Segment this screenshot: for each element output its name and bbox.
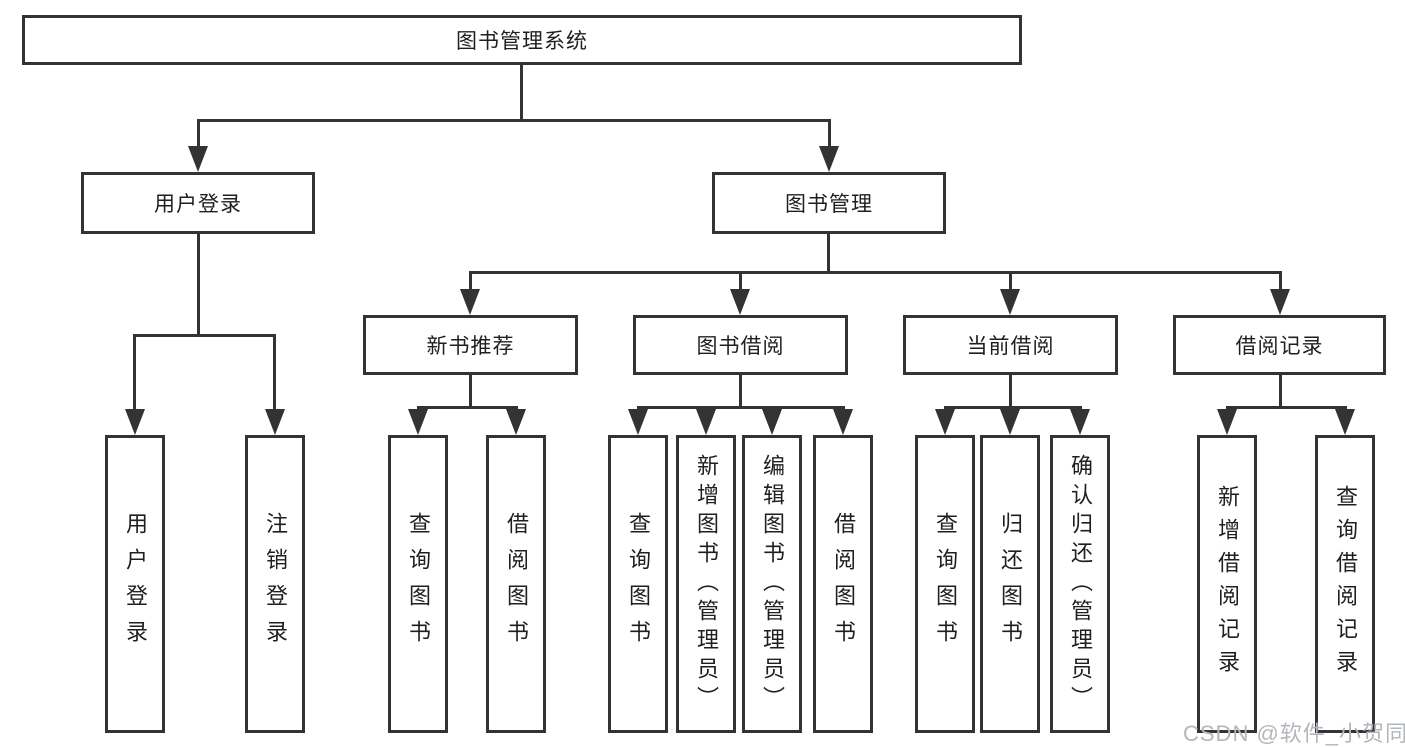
arrow-down [506, 409, 526, 435]
connector-group-feed [469, 375, 472, 407]
arrow-down [125, 409, 145, 435]
arrow-down [833, 409, 853, 435]
leaf-label: 查询图书 [933, 512, 958, 656]
node-label: 图书管理系统 [456, 30, 588, 53]
leaf-borrow-books-recommend: 借阅图书 [486, 435, 546, 733]
connector-group-bar [1226, 406, 1347, 409]
connector-book-management-feed [827, 234, 830, 272]
leaf-label: 查询借阅记录 [1333, 485, 1358, 683]
arrow-down [1070, 409, 1090, 435]
arrow-down [188, 146, 208, 172]
node-label: 新书推荐 [426, 335, 515, 358]
arrow-down [408, 409, 428, 435]
leaf-label: 编辑图书（管理员） [760, 453, 785, 715]
arrow-down [935, 409, 955, 435]
connector-user-login-bar [133, 334, 276, 337]
watermark: CSDN @软件_小贺同学 [1183, 721, 1405, 746]
leaf-query-books-recommend: 查询图书 [388, 435, 448, 733]
node-label: 当前借阅 [966, 335, 1055, 358]
leaf-logout: 注销登录 [245, 435, 305, 733]
leaf-label: 归还图书 [998, 512, 1023, 656]
node-current-borrow: 当前借阅 [903, 315, 1118, 375]
connector-drop-book-management [828, 119, 831, 148]
leaf-query-books-borrow: 查询图书 [608, 435, 668, 733]
leaf-label: 新增借阅记录 [1215, 485, 1240, 683]
leaf-confirm-return-admin: 确认归还（管理员） [1050, 435, 1110, 733]
arrow-down [1270, 289, 1290, 315]
node-new-book-recommend: 新书推荐 [363, 315, 578, 375]
connector-drop-group [1009, 271, 1012, 291]
leaf-label: 注销登录 [263, 512, 288, 656]
arrow-down [819, 146, 839, 172]
connector-drop-leaf [133, 334, 136, 411]
arrow-down [265, 409, 285, 435]
node-borrow-records: 借阅记录 [1173, 315, 1386, 375]
arrow-down [730, 289, 750, 315]
connector-group-feed [739, 375, 742, 407]
connector-group-bar [944, 406, 1082, 409]
connector-drop-user-login [197, 119, 200, 148]
connector-drop-group [739, 271, 742, 291]
node-label: 图书借阅 [696, 335, 785, 358]
leaf-label: 新增图书（管理员） [694, 453, 719, 715]
leaf-label: 借阅图书 [831, 512, 856, 656]
leaf-label: 查询图书 [406, 512, 431, 656]
leaf-query-borrow-record: 查询借阅记录 [1315, 435, 1375, 733]
arrow-down [1335, 409, 1355, 435]
arrow-down [696, 409, 716, 435]
arrow-down [460, 289, 480, 315]
leaf-edit-book-admin: 编辑图书（管理员） [742, 435, 802, 733]
leaf-label: 查询图书 [626, 512, 651, 656]
connector-group-bar [417, 406, 518, 409]
connector-level2-bar [469, 271, 1282, 274]
connector-user-login-feed [197, 234, 200, 335]
connector-drop-group [469, 271, 472, 291]
connector-group-feed [1279, 375, 1282, 407]
leaf-borrow-books: 借阅图书 [813, 435, 873, 733]
leaf-add-borrow-record: 新增借阅记录 [1197, 435, 1257, 733]
connector-group-feed [1009, 375, 1012, 407]
leaf-user-login: 用户登录 [105, 435, 165, 733]
leaf-label: 用户登录 [123, 512, 148, 656]
leaf-return-book: 归还图书 [980, 435, 1040, 733]
node-book-borrow: 图书借阅 [633, 315, 848, 375]
connector-drop-group [1279, 271, 1282, 291]
connector-drop-leaf [273, 334, 276, 411]
leaf-add-book-admin: 新增图书（管理员） [676, 435, 736, 733]
arrow-down [1217, 409, 1237, 435]
connector-level1-bar [197, 119, 831, 122]
node-label: 借阅记录 [1235, 335, 1324, 358]
arrow-down [762, 409, 782, 435]
arrow-down [1000, 289, 1020, 315]
leaf-label: 借阅图书 [504, 512, 529, 656]
arrow-down [1000, 409, 1020, 435]
leaf-label: 确认归还（管理员） [1068, 453, 1093, 715]
leaf-query-books-current: 查询图书 [915, 435, 975, 733]
node-label: 用户登录 [154, 193, 242, 216]
node-library-management-system: 图书管理系统 [22, 15, 1022, 65]
node-label: 图书管理 [785, 193, 873, 216]
connector-root-feed [520, 65, 523, 120]
arrow-down [628, 409, 648, 435]
connector-group-bar [637, 406, 845, 409]
node-book-management: 图书管理 [712, 172, 946, 234]
node-user-login: 用户登录 [81, 172, 315, 234]
